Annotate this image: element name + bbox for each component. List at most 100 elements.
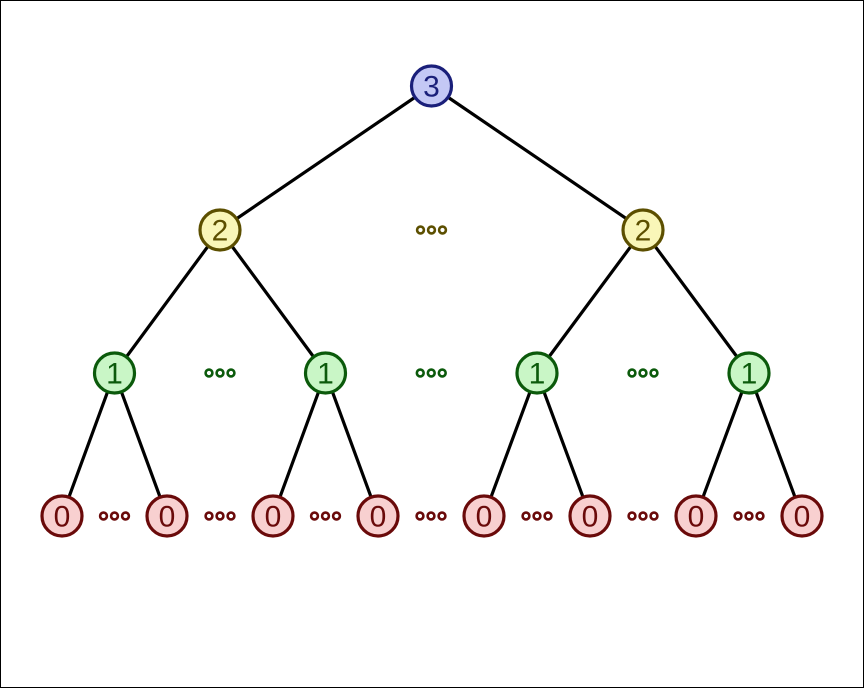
ellipsis-dot xyxy=(627,511,637,521)
ellipsis-dot xyxy=(415,225,426,235)
ellipsis-dot xyxy=(744,511,754,521)
tree-node-level-0: 0 xyxy=(251,494,295,538)
ellipsis-dot xyxy=(627,368,637,378)
tree-edge xyxy=(535,228,645,375)
ellipsis-dot xyxy=(415,511,425,521)
tree-edge xyxy=(535,371,592,518)
ellipsis-icon xyxy=(415,368,447,378)
tree-edge xyxy=(429,84,645,232)
node-label: 1 xyxy=(529,358,546,391)
tree-edge xyxy=(112,371,169,518)
ellipsis-icon xyxy=(733,511,765,521)
ellipsis-icon xyxy=(309,511,342,521)
ellipsis-dot xyxy=(226,368,236,378)
ellipsis-dot xyxy=(733,511,743,521)
node-circle xyxy=(462,494,506,538)
node-circle xyxy=(356,494,400,538)
node-label: 0 xyxy=(265,501,282,534)
node-label: 0 xyxy=(370,501,387,534)
node-circle xyxy=(409,64,454,108)
ellipsis-dot xyxy=(437,511,447,521)
ellipsis-dot xyxy=(98,511,109,521)
tree-edge xyxy=(323,371,380,518)
node-circle xyxy=(621,208,665,252)
ellipsis-dot xyxy=(226,511,236,521)
node-circle xyxy=(303,351,348,395)
ellipsis-dot xyxy=(543,511,553,521)
ellipsis-dot xyxy=(755,511,765,521)
ellipsis-dot xyxy=(120,511,131,521)
tree-edge xyxy=(747,371,804,518)
tree-node-level-3: 3 xyxy=(409,64,454,108)
ellipsis-dot xyxy=(109,511,120,521)
node-circle xyxy=(780,494,824,538)
tree-edge xyxy=(482,371,539,518)
ellipsis-dot xyxy=(204,511,214,521)
ellipsis-icon xyxy=(204,511,236,521)
node-label: 0 xyxy=(582,501,599,534)
tree-node-level-1: 1 xyxy=(303,351,348,395)
ellipsis-icon xyxy=(415,225,448,235)
node-label: 2 xyxy=(212,215,229,248)
ellipsis-dot xyxy=(309,511,320,521)
node-circle xyxy=(92,351,137,395)
tree-edge xyxy=(112,228,222,375)
ellipsis-dot xyxy=(215,511,225,521)
ellipsis-dot xyxy=(437,225,448,235)
edges-layer xyxy=(60,84,804,518)
node-circle xyxy=(198,208,242,252)
ellipsis-dot xyxy=(331,511,342,521)
tree-node-level-0: 0 xyxy=(40,494,84,538)
node-label: 1 xyxy=(317,358,334,391)
tree-node-level-1: 1 xyxy=(727,351,771,395)
node-circle xyxy=(568,494,612,538)
ellipsis-dot xyxy=(426,225,437,235)
node-label: 1 xyxy=(106,358,123,391)
ellipsis-dot xyxy=(426,511,436,521)
ellipsis-dot xyxy=(521,511,531,521)
ellipsis-dot xyxy=(649,368,659,378)
node-circle xyxy=(145,494,189,538)
node-label: 1 xyxy=(741,358,758,391)
ellipsis-dot xyxy=(649,511,659,521)
node-circle xyxy=(251,494,295,538)
ellipsis-dot xyxy=(638,368,648,378)
ellipsis-icon xyxy=(627,368,659,378)
ellipsis-dot xyxy=(426,368,436,378)
ellipsis-dot xyxy=(437,368,447,378)
tree-node-level-0: 0 xyxy=(780,494,824,538)
ellipsis-dot xyxy=(415,368,425,378)
tree-node-level-0: 0 xyxy=(674,494,718,538)
tree-edge xyxy=(60,371,117,518)
tree-node-level-0: 0 xyxy=(568,494,612,538)
ellipsis-icon xyxy=(415,511,447,521)
node-circle xyxy=(727,351,771,395)
tree-edge xyxy=(641,228,751,375)
tree-edge xyxy=(271,371,328,518)
tree-node-level-2: 2 xyxy=(198,208,242,252)
tree-node-level-1: 1 xyxy=(515,351,559,395)
tree-edge xyxy=(218,228,328,375)
ellipsis-icon xyxy=(98,511,131,521)
tree-node-level-0: 0 xyxy=(356,494,400,538)
ellipsis-dot xyxy=(320,511,331,521)
ellipsis-icon xyxy=(204,368,236,378)
tree-node-level-0: 0 xyxy=(145,494,189,538)
node-label: 3 xyxy=(423,71,440,104)
ellipsis-icon xyxy=(521,511,553,521)
node-label: 0 xyxy=(688,501,705,534)
node-circle xyxy=(40,494,84,538)
ellipsis-icon xyxy=(627,511,659,521)
ellipsis-dot xyxy=(215,368,225,378)
node-label: 0 xyxy=(159,501,176,534)
node-label: 0 xyxy=(476,501,493,534)
node-label: 0 xyxy=(794,501,811,534)
tree-node-level-0: 0 xyxy=(462,494,506,538)
nodes-layer: 3 2 2 1 1 1 1 0 0 0 0 0 0 0 0 xyxy=(40,64,824,538)
tree-edge xyxy=(218,84,434,232)
ellipsis-dot xyxy=(204,368,214,378)
node-label: 2 xyxy=(635,215,652,248)
tree-edge xyxy=(694,371,751,518)
